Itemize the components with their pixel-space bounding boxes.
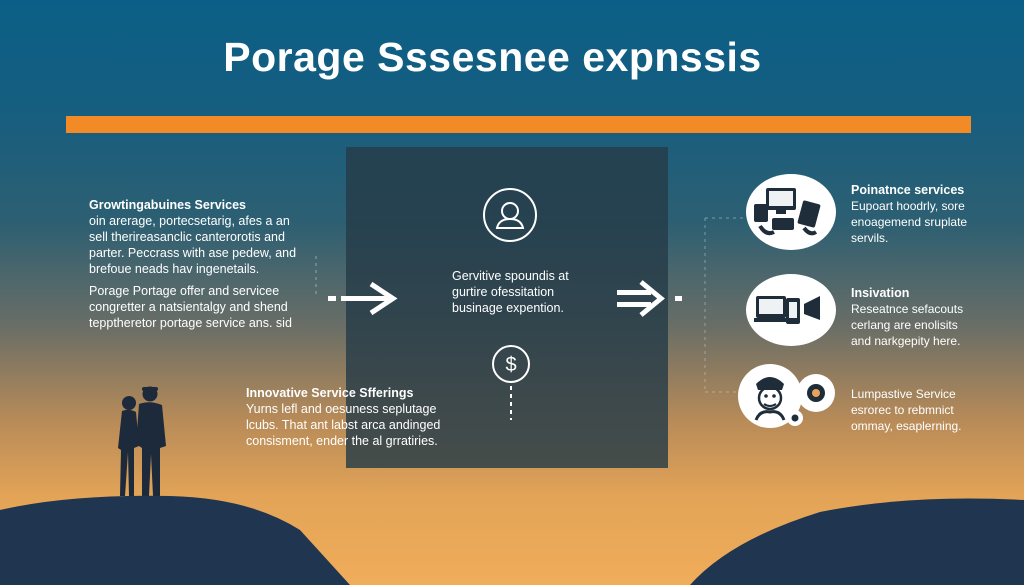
right-item-1: Poinatnce services Eupoart hoodrly, sore… — [851, 182, 1001, 246]
left-block-2-line: tepptheretor portage service ans. sid — [89, 316, 292, 330]
right-item-3-line: Lumpastive Service — [851, 387, 956, 401]
left-block-1-line: parter. Peccrass with ase pedew, and — [89, 246, 297, 260]
right-item-1-line: servils. — [851, 231, 889, 245]
devices-icon — [746, 174, 836, 250]
left-block-3-line: Yurns lefl and oesuness seplutage — [246, 402, 437, 416]
center-text: Gervitive spoundis at gurtire ofessitati… — [452, 268, 592, 316]
right-item-3-line: esrorec to rebmnict — [851, 403, 954, 417]
left-block-1-line: sell therireasanclic canterorotis and — [89, 230, 285, 244]
right-item-1-heading: Poinatnce services — [851, 183, 965, 197]
left-block-1-line: oin arerage, portecsetarig, afes a an — [89, 214, 290, 228]
right-item-2: Insivation Reseatnce sefacouts cerlang a… — [851, 285, 1001, 349]
page-title: Porage Sssesnee expnssis — [223, 34, 762, 80]
right-item-2-line: cerlang are enolisits — [851, 318, 958, 332]
right-double-arrow-icon — [617, 280, 682, 317]
right-item-3-line: ommay, esaplerning. — [851, 419, 962, 433]
right-item-2-line: and narkgepity here. — [851, 334, 961, 348]
right-item-1-line: Eupoart hoodrly, sore — [851, 199, 965, 213]
left-block-1: Growtingabuines Services oin arerage, po… — [89, 197, 329, 277]
right-item-2-line: Reseatnce sefacouts — [851, 302, 964, 316]
left-arrow-icon — [328, 281, 398, 316]
small-dot-icon — [787, 410, 803, 426]
dollar-icon: $ — [492, 345, 530, 383]
left-block-3: Innovative Service Sfferings Yurns lefl … — [246, 385, 446, 449]
couple-silhouette-icon — [118, 386, 166, 496]
left-block-3-line: lcubs. That ant labst arca andinged — [246, 418, 441, 432]
left-block-2: Porage Portage offer and servicee congre… — [89, 283, 329, 331]
left-block-1-heading: Growtingabuines Services — [89, 198, 246, 212]
tablet-phone-icon — [746, 274, 836, 346]
center-text-line: Gervitive spoundis at — [452, 269, 569, 283]
right-item-1-line: enoagemend sruplate — [851, 215, 968, 229]
right-item-3: Lumpastive Service esrorec to rebmnict o… — [851, 386, 1001, 434]
orange-divider — [66, 116, 971, 133]
left-block-2-line: Porage Portage offer and servicee — [89, 284, 280, 298]
left-block-3-heading: Innovative Service Sfferings — [246, 386, 414, 400]
badge-icon — [797, 374, 835, 412]
center-text-line: gurtire ofessitation — [452, 285, 555, 299]
user-icon — [483, 188, 537, 242]
left-block-1-line: brefoue neads hav ingenetails. — [89, 262, 260, 276]
center-text-line: businage expention. — [452, 301, 564, 315]
right-item-2-heading: Insivation — [851, 286, 910, 300]
left-block-2-line: congretter a natsientalgy and shend — [89, 300, 288, 314]
left-block-3-line: consisment, ender the al grratiries. — [246, 434, 438, 448]
svg-text:$: $ — [505, 354, 516, 376]
